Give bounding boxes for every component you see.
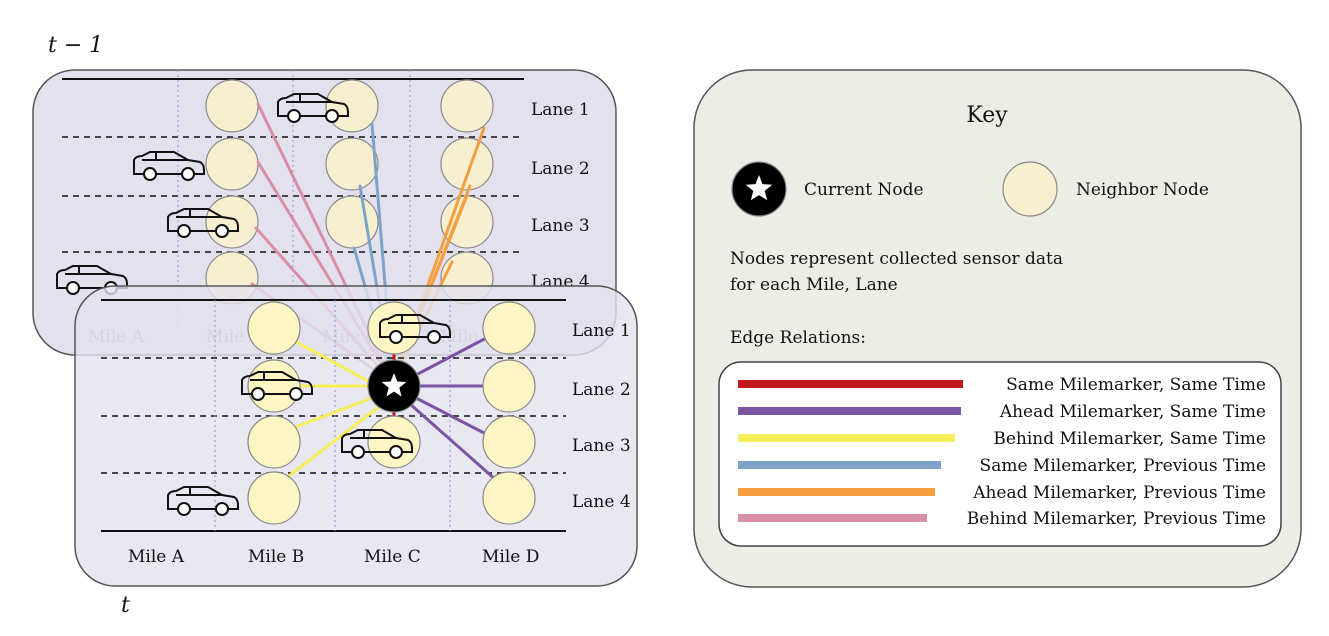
current-time-panel: Lane 1 Lane 2 Lane 3 Lane 4 Mile A Mile … bbox=[74, 285, 638, 587]
prev-neighbor-nodes bbox=[205, 79, 494, 305]
prev-lane-1-label: Lane 1 bbox=[531, 100, 590, 120]
legend-label-ahead-same: Ahead Milemarker, Same Time bbox=[999, 402, 1266, 422]
curr-lane-3-label: Lane 3 bbox=[572, 436, 631, 456]
curr-neighbor-nodes bbox=[247, 301, 536, 525]
curr-lane-1-label: Lane 1 bbox=[572, 321, 631, 341]
edge-ahead-same bbox=[414, 396, 488, 436]
edge-ahead-same bbox=[412, 334, 492, 378]
legend-label-behind-same: Behind Milemarker, Same Time bbox=[993, 429, 1266, 449]
curr-mile-d-label: Mile D bbox=[482, 547, 539, 567]
prev-time-label: t − 1 bbox=[48, 33, 103, 58]
curr-lane-labels: Lane 1 Lane 2 Lane 3 Lane 4 bbox=[572, 321, 631, 512]
curr-lane-4-label: Lane 4 bbox=[572, 492, 631, 512]
current-node bbox=[367, 359, 421, 413]
prev-lane-2-label: Lane 2 bbox=[531, 159, 590, 179]
key-neighbor-node-label: Neighbor Node bbox=[1076, 180, 1209, 200]
legend-label-ahead-prev: Ahead Milemarker, Previous Time bbox=[972, 483, 1266, 503]
key-panel: Key Current Node Neighbor Node Nodes rep… bbox=[693, 69, 1302, 588]
edge-ahead-same bbox=[408, 402, 498, 482]
curr-lane-2-label: Lane 2 bbox=[572, 380, 631, 400]
legend-label-behind-prev: Behind Milemarker, Previous Time bbox=[967, 509, 1266, 529]
curr-mile-labels: Mile A Mile B Mile C Mile D bbox=[128, 547, 539, 567]
key-title: Key bbox=[966, 103, 1008, 128]
key-description-line2: for each Mile, Lane bbox=[730, 275, 898, 295]
star-icon bbox=[745, 175, 773, 201]
key-neighbor-node: Neighbor Node bbox=[1002, 161, 1209, 217]
key-current-node: Current Node bbox=[731, 161, 924, 217]
key-edge-title: Edge Relations: bbox=[730, 328, 866, 348]
key-description-line1: Nodes represent collected sensor data bbox=[730, 249, 1063, 269]
star-icon bbox=[381, 373, 407, 397]
prev-lane-3-label: Lane 3 bbox=[531, 216, 590, 236]
curr-mile-a-label: Mile A bbox=[128, 547, 185, 567]
curr-mile-c-label: Mile C bbox=[364, 547, 421, 567]
legend-label-same-same: Same Milemarker, Same Time bbox=[1006, 375, 1266, 395]
legend-label-same-prev: Same Milemarker, Previous Time bbox=[980, 456, 1266, 476]
key-current-node-label: Current Node bbox=[804, 180, 924, 200]
curr-mile-b-label: Mile B bbox=[248, 547, 304, 567]
prev-time-panel: Lane 1 Lane 2 Lane 3 Lane 4 Mile A Mile … bbox=[32, 69, 617, 356]
curr-time-label: t bbox=[121, 593, 130, 618]
edge-legend: Same Milemarker, Same Time Ahead Milemar… bbox=[738, 375, 1266, 529]
